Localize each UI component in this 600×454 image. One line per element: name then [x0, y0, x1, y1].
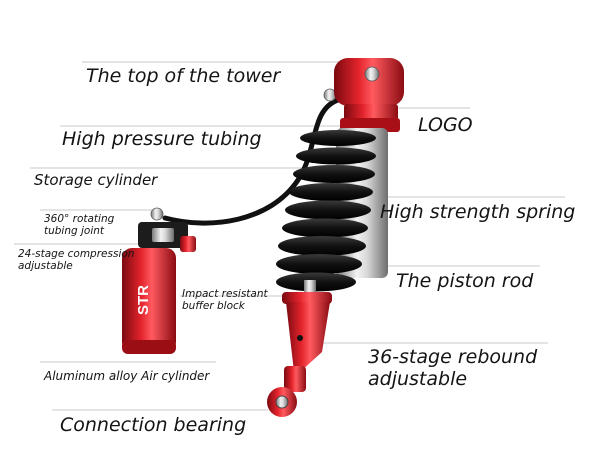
label-storage-cylinder: Storage cylinder: [34, 171, 158, 189]
label-rotating-joint-line1: 360° rotating: [44, 213, 115, 225]
tower-bolt: [364, 66, 380, 82]
aluminum-air-cylinder: [122, 248, 176, 352]
label-rebound-line2: adjustable: [368, 367, 468, 390]
label-logo: LOGO: [418, 114, 473, 136]
label-piston-rod: The piston rod: [396, 270, 534, 292]
label-buffer-line2: buffer block: [182, 300, 245, 313]
label-air-cylinder: Aluminum alloy Air cylinder: [44, 369, 210, 383]
label-top-of-tower: The top of the tower: [86, 65, 281, 87]
tower-top-cap: [334, 58, 404, 106]
label-buffer-block: Impact resistant buffer block: [182, 288, 268, 312]
rebound-adjuster-body: [286, 302, 330, 372]
label-high-strength-spring: High strength spring: [380, 201, 576, 223]
label-high-pressure-tubing: High pressure tubing: [62, 128, 262, 150]
high-strength-spring: [276, 130, 376, 292]
label-rebound-adjustable: 36-stage rebound adjustable: [368, 346, 538, 391]
label-rebound-line1: 36-stage rebound: [368, 346, 538, 368]
brand-logo-text: STR: [135, 285, 152, 315]
label-compression-line2: adjustable: [18, 260, 73, 273]
shock-absorber-body: [267, 58, 404, 417]
high-pressure-tubing: [162, 97, 341, 226]
storage-cylinder-assembly: STR: [122, 222, 196, 354]
label-connection-bearing: Connection bearing: [60, 414, 247, 436]
rotating-tubing-joint: [150, 207, 164, 221]
label-buffer-line1: Impact resistant: [182, 288, 268, 300]
label-rotating-joint: 360° rotating tubing joint: [44, 213, 114, 237]
compression-adjuster-knob: [180, 236, 196, 252]
label-rotating-joint-line2: tubing joint: [44, 225, 105, 238]
rebound-adjuster-knob: [297, 335, 303, 341]
label-compression-line1: 24-stage compression: [18, 248, 135, 260]
leader-lines: [14, 61, 565, 411]
buffer-block: [282, 292, 332, 304]
label-compression-adjustable: 24-stage compression adjustable: [18, 248, 134, 272]
